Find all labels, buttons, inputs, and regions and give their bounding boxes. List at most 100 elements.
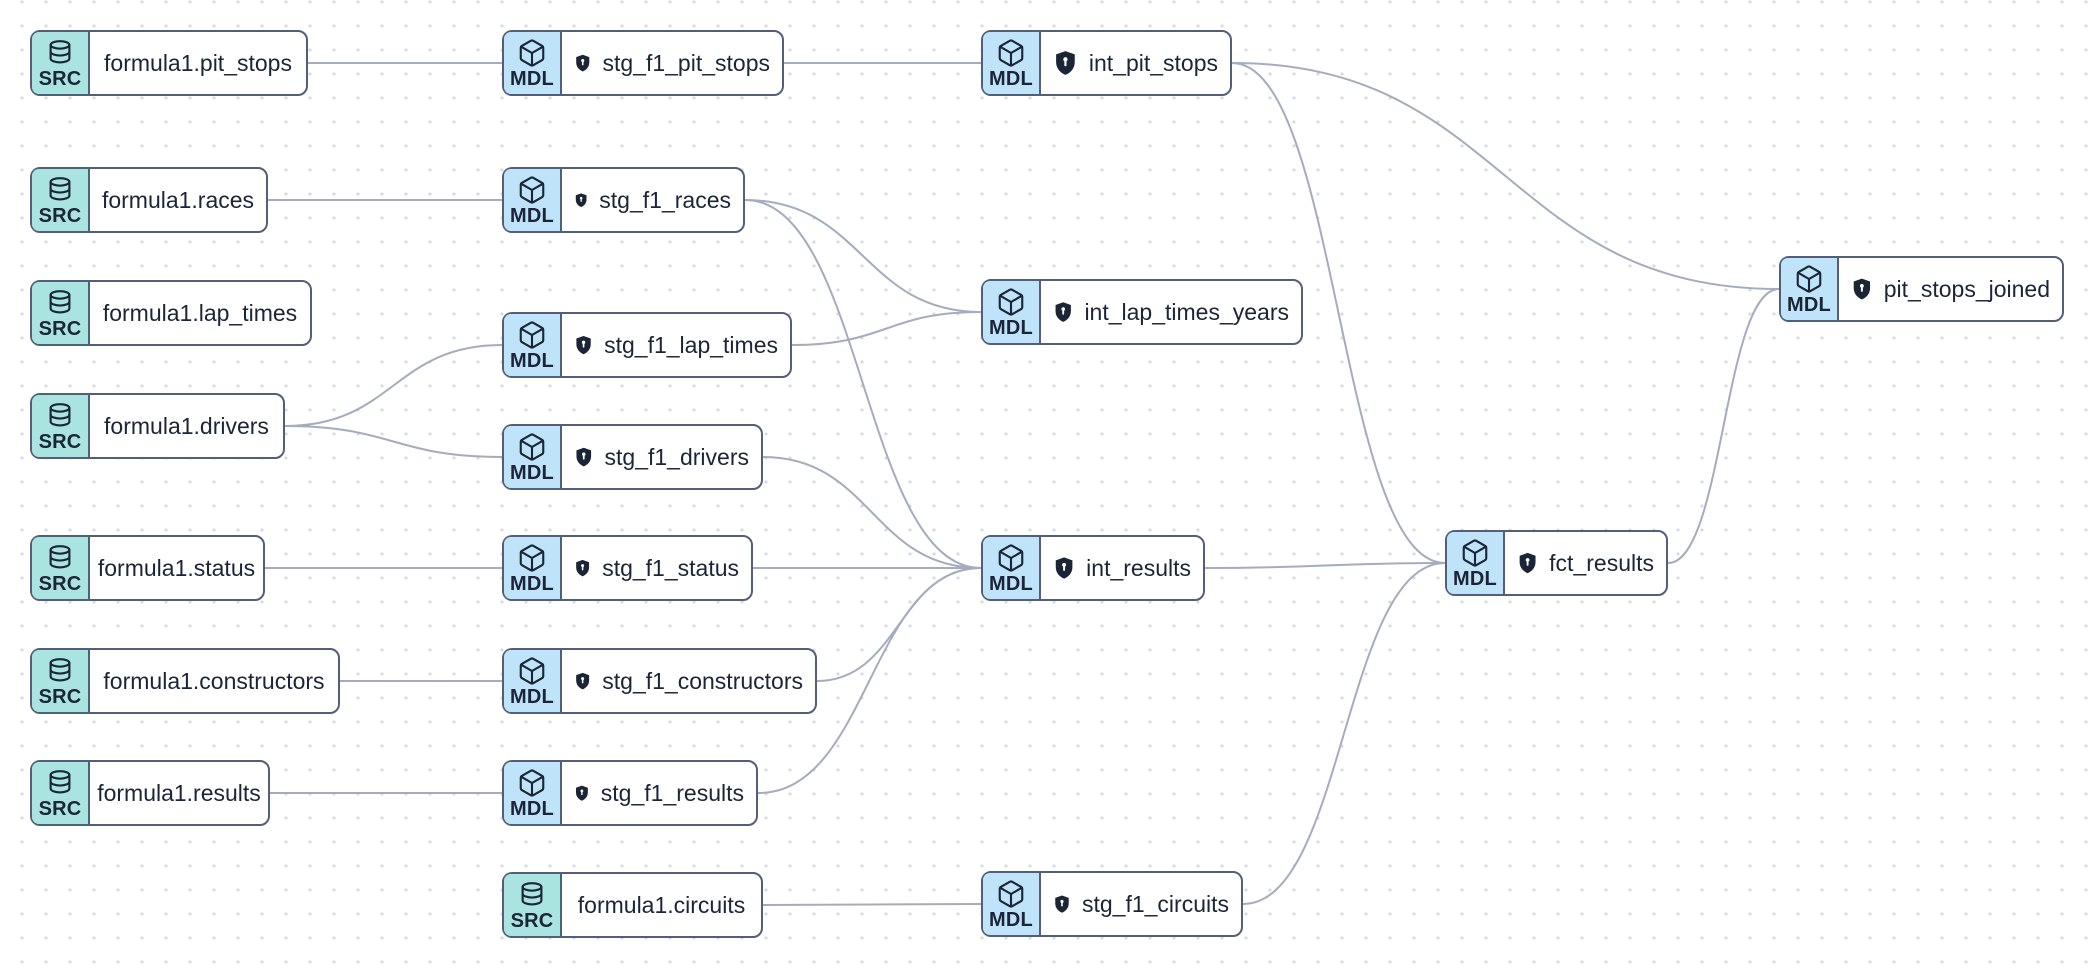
cube-icon (519, 432, 545, 461)
node-body: stg_f1_circuits (1041, 873, 1241, 935)
shield-lock-icon (1055, 895, 1069, 913)
node-label: stg_f1_circuits (1081, 890, 1229, 917)
node-type-label: SRC (38, 685, 82, 708)
node-body: stg_f1_drivers (562, 426, 761, 488)
node-label: formula1.constructors (103, 667, 325, 694)
node-formula1-drivers[interactable]: SRC formula1.drivers (30, 393, 285, 459)
shield-lock-icon (575, 192, 587, 207)
node-type-label: MDL (989, 67, 1033, 90)
edge-stg-f1-drivers-to-int-results (762, 456, 982, 569)
node-formula1-pit-stops[interactable]: SRC formula1.pit_stops (30, 30, 308, 96)
database-icon (49, 176, 71, 200)
node-body: formula1.races (90, 169, 266, 231)
node-type-badge-src: SRC (32, 32, 90, 94)
database-icon (49, 769, 71, 793)
node-label: formula1.pit_stops (104, 49, 292, 76)
node-stg-f1-drivers[interactable]: MDL stg_f1_drivers (502, 424, 763, 490)
node-type-badge-mdl: MDL (1447, 532, 1505, 594)
node-body: stg_f1_pit_stops (562, 32, 782, 94)
node-type-badge-src: SRC (504, 874, 562, 936)
node-stg-f1-constructors[interactable]: MDL stg_f1_constructors (502, 648, 817, 714)
node-type-badge-src: SRC (32, 537, 90, 599)
shield-lock-icon (576, 672, 590, 689)
node-int-results[interactable]: MDL int_results (981, 535, 1205, 601)
cube-icon (519, 768, 545, 797)
node-type-badge-mdl: MDL (983, 873, 1041, 935)
node-type-badge-src: SRC (32, 282, 90, 344)
node-type-label: MDL (510, 572, 554, 595)
node-label: stg_f1_results (600, 779, 744, 806)
edge-stg-f1-results-to-int-results (757, 567, 982, 794)
shield-lock-icon (1853, 278, 1871, 299)
node-type-badge-mdl: MDL (983, 32, 1041, 94)
shield-lock-icon (576, 447, 592, 466)
node-body: formula1.drivers (90, 395, 283, 457)
node-body: stg_f1_constructors (562, 650, 815, 712)
node-body: fct_results (1505, 532, 1666, 594)
node-body: formula1.status (90, 537, 263, 599)
shield-lock-icon (1055, 556, 1073, 579)
shield-lock-icon (576, 559, 590, 576)
node-formula1-races[interactable]: SRC formula1.races (30, 167, 268, 233)
node-body: int_results (1041, 537, 1203, 599)
node-label: formula1.lap_times (102, 299, 298, 326)
node-body: formula1.constructors (90, 650, 338, 712)
node-type-label: SRC (38, 204, 82, 227)
edge-stg-f1-races-to-int-results (744, 199, 982, 569)
node-formula1-constructors[interactable]: SRC formula1.constructors (30, 648, 340, 714)
node-type-badge-src: SRC (32, 395, 90, 457)
node-type-badge-mdl: MDL (504, 32, 562, 94)
node-stg-f1-status[interactable]: MDL stg_f1_status (502, 535, 753, 601)
node-formula1-lap-times[interactable]: SRC formula1.lap_times (30, 280, 312, 346)
node-type-badge-src: SRC (32, 650, 90, 712)
node-label: int_lap_times_years (1084, 298, 1289, 325)
edge-formula1-circuits-to-stg-f1-circuits (762, 903, 982, 906)
cube-icon (998, 38, 1024, 67)
node-type-badge-mdl: MDL (504, 426, 562, 488)
node-type-label: MDL (510, 685, 554, 708)
node-label: pit_stops_joined (1883, 275, 2050, 302)
database-icon (521, 881, 543, 905)
node-stg-f1-circuits[interactable]: MDL stg_f1_circuits (981, 871, 1243, 937)
node-type-label: MDL (510, 461, 554, 484)
edge-stg-f1-circuits-to-fct-results (1242, 562, 1446, 905)
node-type-badge-src: SRC (32, 762, 90, 824)
node-type-label: SRC (38, 67, 82, 90)
node-type-label: SRC (38, 430, 82, 453)
node-type-badge-mdl: MDL (983, 537, 1041, 599)
cube-icon (519, 175, 545, 204)
node-body: stg_f1_results (562, 762, 756, 824)
node-int-pit-stops[interactable]: MDL int_pit_stops (981, 30, 1232, 96)
node-type-badge-mdl: MDL (504, 537, 562, 599)
node-type-badge-mdl: MDL (504, 650, 562, 712)
node-type-label: SRC (38, 797, 82, 820)
node-body: formula1.pit_stops (90, 32, 306, 94)
node-body: stg_f1_status (562, 537, 751, 599)
database-icon (49, 657, 71, 681)
cube-icon (519, 38, 545, 67)
node-label: stg_f1_races (599, 186, 731, 213)
node-label: int_pit_stops (1088, 49, 1218, 76)
node-type-label: MDL (989, 572, 1033, 595)
node-label: stg_f1_drivers (604, 443, 749, 470)
node-type-label: MDL (510, 349, 554, 372)
database-icon (49, 544, 71, 568)
node-body: stg_f1_races (562, 169, 743, 231)
node-type-label: SRC (38, 317, 82, 340)
cube-icon (519, 320, 545, 349)
edge-int-pit-stops-to-pit-stops-joined (1231, 62, 1780, 290)
cube-icon (519, 543, 545, 572)
node-pit-stops-joined[interactable]: MDL pit_stops_joined (1779, 256, 2064, 322)
node-type-badge-mdl: MDL (1781, 258, 1839, 320)
